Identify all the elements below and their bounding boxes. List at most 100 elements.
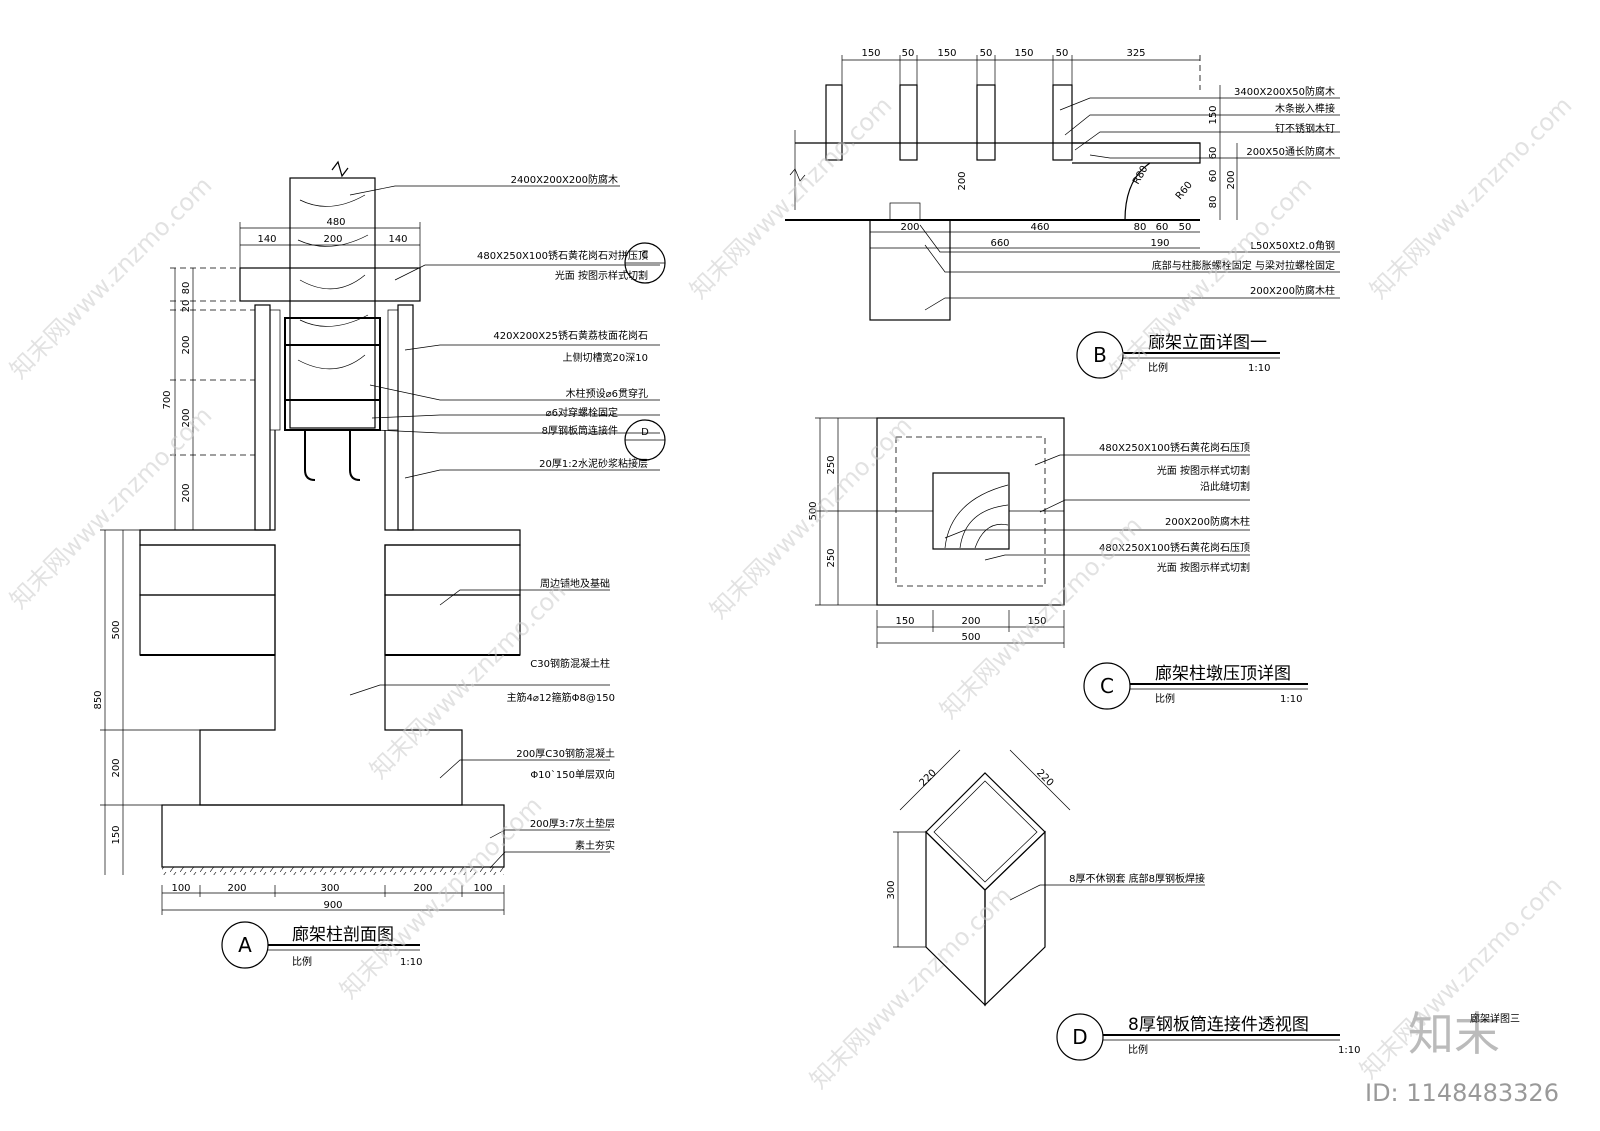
concrete-column — [139, 430, 521, 806]
dim-b-200-a: 200 — [227, 883, 246, 894]
b-dim-190: 190 — [1150, 238, 1169, 249]
b-dim-50-c: 50 — [1056, 48, 1069, 59]
watermark-11: 知末网www.znzmo.com — [1364, 91, 1577, 304]
dim-left-20: 20 — [181, 300, 192, 313]
b-label-6: 200X200防腐木柱 — [1250, 284, 1335, 297]
dim-850: 850 — [93, 690, 104, 709]
b-dim-r-60-b: 60 — [1208, 170, 1219, 183]
label-compacted: 素土夯实 — [575, 839, 615, 852]
dim-b-100-b: 100 — [473, 883, 492, 894]
side-panel-right — [397, 304, 414, 531]
c-label-2: 沿此缝切割 — [1200, 480, 1250, 493]
watermark-brand: 知末 — [1408, 1007, 1500, 1061]
section-c-circle — [1083, 662, 1131, 710]
section-b-title: 廊架立面详图一 — [1148, 333, 1267, 353]
label-rebar: 主筋4⌀12箍筋Φ8@150 — [507, 691, 615, 704]
section-b-scale-value: 1:10 — [1248, 363, 1270, 374]
b-dim-r-200: 200 — [1226, 170, 1237, 189]
dim-left-80: 80 — [181, 282, 192, 295]
dim-200: 200 — [323, 234, 342, 245]
b-dim-460: 460 — [1030, 222, 1049, 233]
watermark-6: 知末网www.znzmo.com — [704, 411, 917, 624]
b-dim-150-c: 150 — [1014, 48, 1033, 59]
b-dim-150-b: 150 — [937, 48, 956, 59]
dim-b-200-b: 200 — [413, 883, 432, 894]
b-dim-660: 660 — [990, 238, 1009, 249]
section-c-letter: C — [1100, 674, 1114, 698]
c-dim-150-a: 150 — [895, 616, 914, 627]
watermark-4: 知末网www.znzmo.com — [334, 791, 547, 1004]
b-dim-150-a: 150 — [861, 48, 880, 59]
section-c-title: 廊架柱墩压顶详图 — [1155, 664, 1291, 684]
section-d-title: 8厚钢板筒连接件透视图 — [1128, 1015, 1309, 1035]
post-plan — [932, 472, 1010, 550]
dim-left-200-b: 200 — [181, 408, 192, 427]
c-label-4: 480X250X100锈石黄花岗石压顶 — [1099, 541, 1250, 554]
b-dim-80: 80 — [1134, 222, 1147, 233]
section-a-drawing: 480 140 200 140 80 20 200 200 200 700 50… — [93, 160, 666, 969]
label-column: C30钢筋混凝土柱 — [530, 657, 610, 670]
watermark-2: 知末网www.znzmo.com — [4, 401, 217, 614]
label-bolt: ⌀6对穿螺栓固定 — [546, 406, 618, 419]
label-hole: 木柱预设⌀6贯穿孔 — [566, 387, 648, 400]
dim-left-200-a: 200 — [181, 335, 192, 354]
section-c-scale-value: 1:10 — [1280, 694, 1302, 705]
anchor-hooks — [304, 430, 361, 481]
c-dim-200: 200 — [961, 616, 980, 627]
steel-sleeve — [284, 317, 381, 431]
section-c-drawing: 250 250 500 150 200 150 500 480X250X100锈… — [808, 417, 1308, 710]
label-wood-post: 2400X200X200防腐木 — [511, 173, 618, 186]
d-dim-220-a: 220 — [918, 768, 939, 789]
side-panel-left — [254, 304, 271, 531]
c-label-1: 光面 按图示样式切割 — [1157, 464, 1250, 477]
dim-b-300: 300 — [320, 883, 339, 894]
dim-b-100-a: 100 — [171, 883, 190, 894]
section-c-scale-label: 比例 — [1155, 692, 1175, 705]
b-radius-r80: R80 — [1131, 164, 1150, 187]
label-mesh: Φ10`150单层双向 — [530, 768, 615, 781]
section-d-scale-value: 1:10 — [1338, 1045, 1360, 1056]
b-dim-200: 200 — [900, 222, 919, 233]
c-dim-150-b: 150 — [1027, 616, 1046, 627]
label-granite-cap: 480X250X100锈石黄花岗石对拼压顶 — [477, 249, 648, 262]
d-dim-220-b: 220 — [1034, 768, 1055, 789]
d-label: 8厚不休钢套 底部8厚钢板焊接 — [1069, 872, 1205, 885]
watermark-5: 知末网www.znzmo.com — [684, 91, 897, 304]
b-label-5: 底部与柱膨胀螺栓固定 与梁对拉螺栓固定 — [1152, 259, 1335, 272]
section-a-title: 廊架柱剖面图 — [292, 925, 394, 945]
dim-b-900: 900 — [323, 900, 342, 911]
sleeve-right-face — [984, 830, 1046, 1007]
label-cut-style: 光面 按图示样式切割 — [555, 269, 648, 282]
c-dim-250-a: 250 — [826, 455, 837, 474]
c-label-5: 光面 按图示样式切割 — [1157, 561, 1250, 574]
c-dim-250-b: 250 — [826, 548, 837, 567]
wood-post — [289, 177, 376, 429]
label-lime-soil: 200厚3:7灰土垫层 — [530, 817, 615, 830]
section-d-letter: D — [1072, 1025, 1087, 1049]
b-dim-200-vert: 200 — [957, 171, 968, 190]
granite-cap — [239, 267, 421, 302]
dim-150-low: 150 — [111, 825, 122, 844]
label-groove: 上侧切槽宽20深10 — [563, 351, 648, 364]
dim-140-left: 140 — [257, 234, 276, 245]
cap-plan — [876, 417, 1065, 606]
section-b-scale-label: 比例 — [1148, 361, 1168, 374]
section-d-drawing: 220 220 300 8厚不休钢套 底部8厚钢板焊接 D 8厚钢板筒连接件透视… — [886, 749, 1360, 1061]
lime-soil-layer — [161, 804, 505, 868]
label-footing: 200厚C30钢筋混凝土 — [516, 747, 615, 760]
break-mark — [331, 160, 349, 178]
label-litchi-granite: 420X200X25锈石黄荔枝面花岗石 — [493, 329, 648, 342]
sleeve-top — [925, 772, 1046, 891]
dim-left-700: 700 — [162, 390, 173, 409]
b-dim-r-60-a: 60 — [1208, 147, 1219, 160]
b-dim-50-a: 50 — [902, 48, 915, 59]
b-label-1: 木条嵌入榫接 — [1275, 102, 1335, 115]
b-dim-325: 325 — [1126, 48, 1145, 59]
b-dim-r-80: 80 — [1208, 196, 1219, 209]
ref-c-letter: C — [642, 250, 649, 261]
dim-200-low: 200 — [111, 758, 122, 777]
c-label-3: 200X200防腐木柱 — [1165, 515, 1250, 528]
dim-500: 500 — [111, 620, 122, 639]
c-dim-500-h: 500 — [961, 632, 980, 643]
